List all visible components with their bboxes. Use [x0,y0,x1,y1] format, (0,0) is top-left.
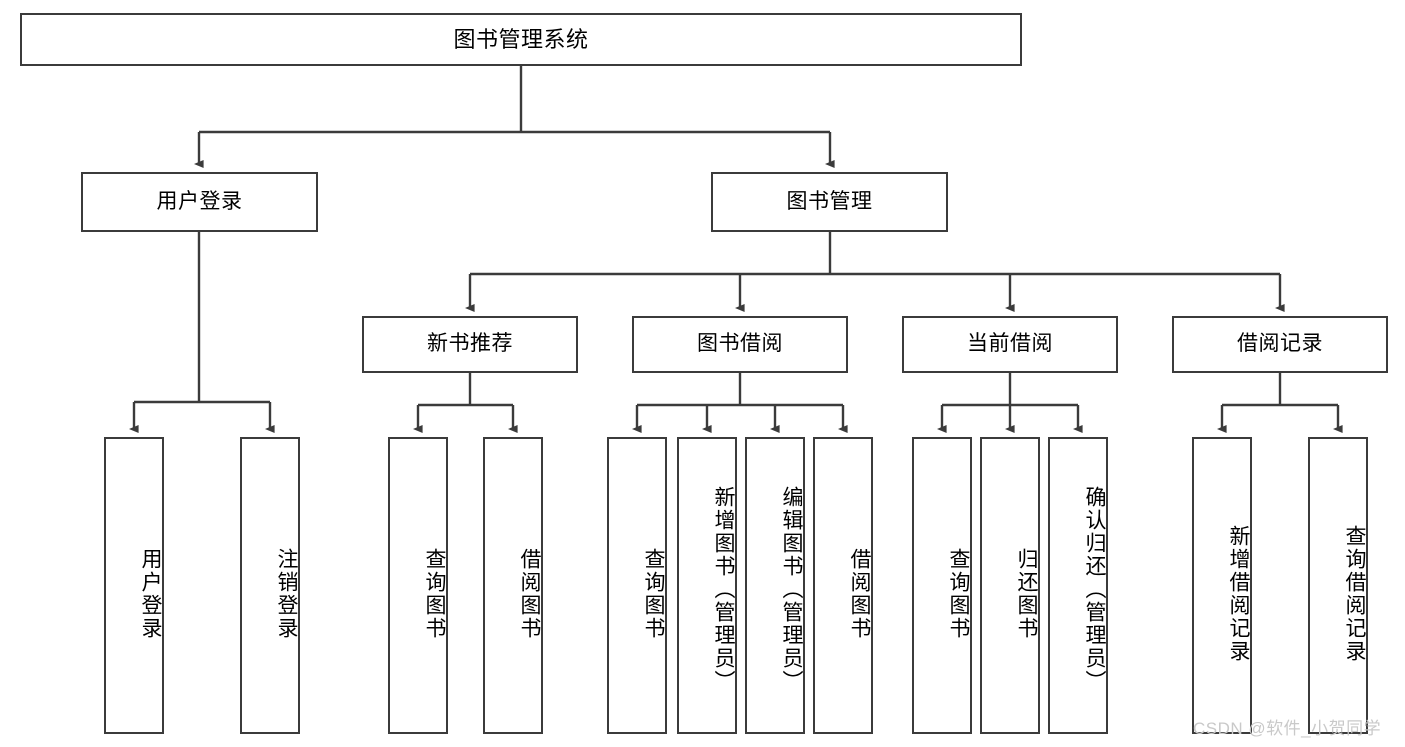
node-label: 查询图书 [947,547,970,640]
node-root-system[interactable]: 图书管理系统 [20,13,1022,66]
node-leaf-logout[interactable]: 注销登录 [240,437,300,734]
node-leaf-add-borrow-record[interactable]: 新增借阅记录 [1192,437,1252,734]
node-leaf-confirm-return-admin[interactable]: 确认归还（管理员） [1048,437,1108,734]
node-label: 借阅记录 [1237,332,1323,356]
node-label: 图书管理系统 [453,26,589,52]
node-label: 新书推荐 [427,332,513,356]
node-book-borrow[interactable]: 图书借阅 [632,316,848,373]
node-label: 当前借阅 [967,332,1053,356]
node-leaf-query-book-current[interactable]: 查询图书 [912,437,972,734]
node-leaf-borrow-book[interactable]: 借阅图书 [813,437,873,734]
node-new-book-recommend[interactable]: 新书推荐 [362,316,578,373]
node-label: 图书管理 [786,189,873,213]
node-label: 借阅图书 [518,547,541,640]
node-leaf-query-book[interactable]: 查询图书 [607,437,667,734]
node-label: 确认归还（管理员） [1083,486,1106,693]
node-current-borrow[interactable]: 当前借阅 [902,316,1118,373]
csdn-watermark: CSDN @软件_小贺同学 [1193,714,1381,739]
node-leaf-edit-book-admin[interactable]: 编辑图书（管理员） [745,437,805,734]
node-label: 新增借阅记录 [1227,524,1250,663]
watermark-text: CSDN @软件_小贺同学 [1193,719,1382,738]
node-leaf-query-book-recommend[interactable]: 查询图书 [388,437,448,734]
node-label: 归还图书 [1015,547,1038,640]
node-leaf-borrow-book-recommend[interactable]: 借阅图书 [483,437,543,734]
node-label: 用户登录 [139,547,162,640]
node-borrow-record[interactable]: 借阅记录 [1172,316,1388,373]
node-label: 查询图书 [423,547,446,640]
node-leaf-query-borrow-record[interactable]: 查询借阅记录 [1308,437,1368,734]
node-label: 查询图书 [642,547,665,640]
node-label: 图书借阅 [697,332,783,356]
node-book-management[interactable]: 图书管理 [711,172,948,232]
node-label: 新增图书（管理员） [712,486,735,693]
node-user-login[interactable]: 用户登录 [81,172,318,232]
node-label: 编辑图书（管理员） [780,486,803,693]
node-leaf-add-book-admin[interactable]: 新增图书（管理员） [677,437,737,734]
node-leaf-return-book[interactable]: 归还图书 [980,437,1040,734]
node-label: 注销登录 [275,547,298,640]
node-label: 查询借阅记录 [1343,524,1366,663]
node-label: 用户登录 [156,189,243,213]
node-label: 借阅图书 [848,547,871,640]
node-leaf-user-login[interactable]: 用户登录 [104,437,164,734]
